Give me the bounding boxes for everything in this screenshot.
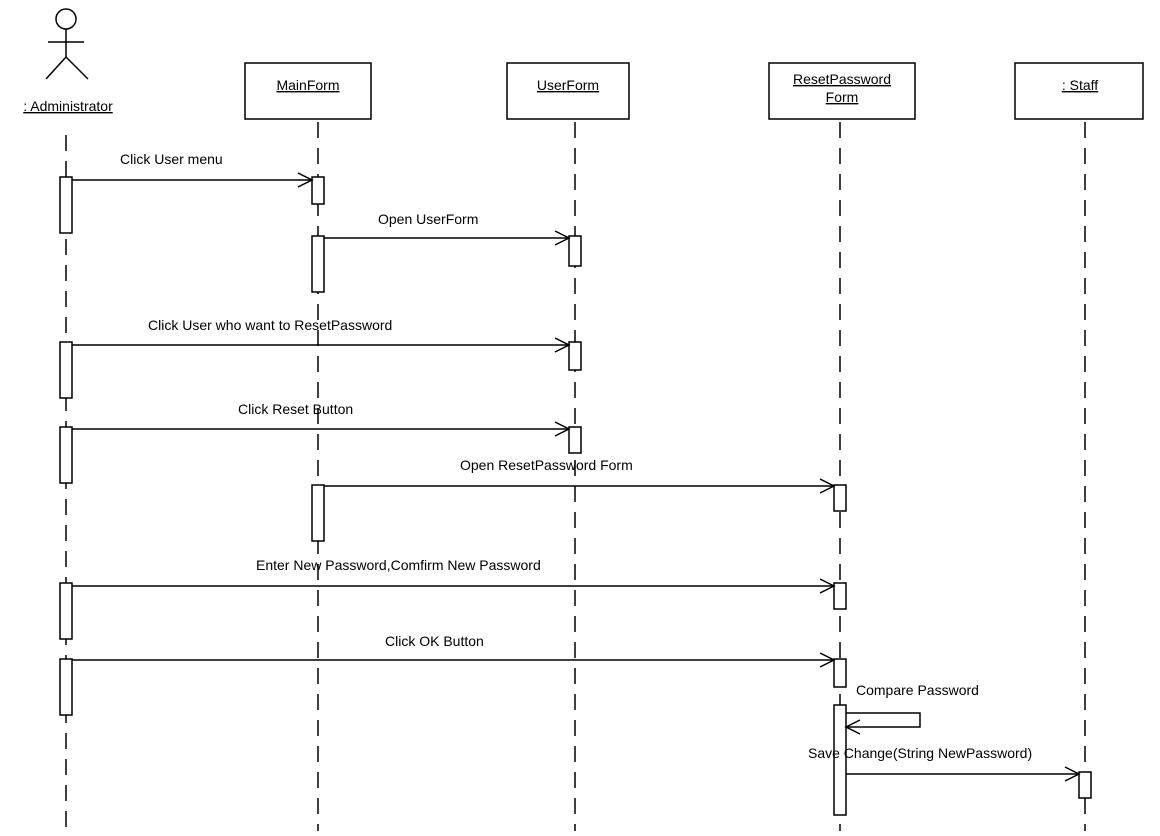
message-label: Click Reset Button <box>238 401 353 417</box>
actor-left-leg <box>45 56 67 80</box>
activation-bar <box>59 426 73 484</box>
activation-bar <box>568 341 582 371</box>
message-label: Compare Password <box>856 682 979 698</box>
activation-bar <box>1078 771 1092 799</box>
arrow-head-icon <box>554 421 571 437</box>
arrow-head-icon <box>819 578 836 594</box>
arrow-head-icon <box>844 719 861 735</box>
object-box <box>244 62 372 120</box>
activation-bar <box>59 582 73 640</box>
self-message-line <box>846 712 921 728</box>
actor-right-leg <box>65 56 89 80</box>
arrow-head-icon <box>1064 766 1081 782</box>
object-name-line2: Form <box>826 89 859 105</box>
activation-bar <box>59 341 73 399</box>
message-label: Enter New Password,Comfirm New Password <box>256 557 541 573</box>
object-name: : Staff <box>1062 77 1098 93</box>
activation-bar <box>311 176 325 205</box>
object-box <box>506 62 630 120</box>
object-name-line1: ResetPassword <box>793 71 891 87</box>
activation-bar <box>833 484 847 512</box>
object-box <box>1014 62 1144 120</box>
arrow-head-icon <box>554 337 571 353</box>
object-resetpasswordform: ResetPassword Form <box>768 62 916 120</box>
object-name: MainForm <box>276 77 339 93</box>
object-userform: UserForm <box>506 62 630 120</box>
activation-bar <box>833 582 847 610</box>
message-label: Click User who want to ResetPassword <box>148 317 392 333</box>
object-staff: : Staff <box>1014 62 1144 120</box>
message-label: Save Change(String NewPassword) <box>808 745 1032 761</box>
message-label: Click OK Button <box>385 633 484 649</box>
actor-administrator <box>45 8 89 80</box>
arrow-head-icon <box>819 652 836 668</box>
message-label: Click User menu <box>120 151 223 167</box>
message-label: Open UserForm <box>378 211 478 227</box>
activation-bar <box>568 426 582 454</box>
actor-head <box>55 8 77 30</box>
message-label: Open ResetPassword Form <box>460 457 633 473</box>
arrow-head-icon <box>297 172 314 188</box>
activation-bar <box>311 484 325 542</box>
arrow-head-icon <box>819 478 836 494</box>
object-name: UserForm <box>537 77 599 93</box>
actor-name: : Administrator <box>23 98 113 114</box>
activation-bar <box>568 235 582 267</box>
activation-bar <box>59 658 73 716</box>
activation-bar <box>311 235 325 293</box>
activation-bar <box>833 704 847 816</box>
activation-bar <box>833 658 847 688</box>
object-box <box>768 62 916 120</box>
activation-bar <box>59 176 73 234</box>
arrow-head-icon <box>554 230 571 246</box>
object-mainform: MainForm <box>244 62 372 120</box>
